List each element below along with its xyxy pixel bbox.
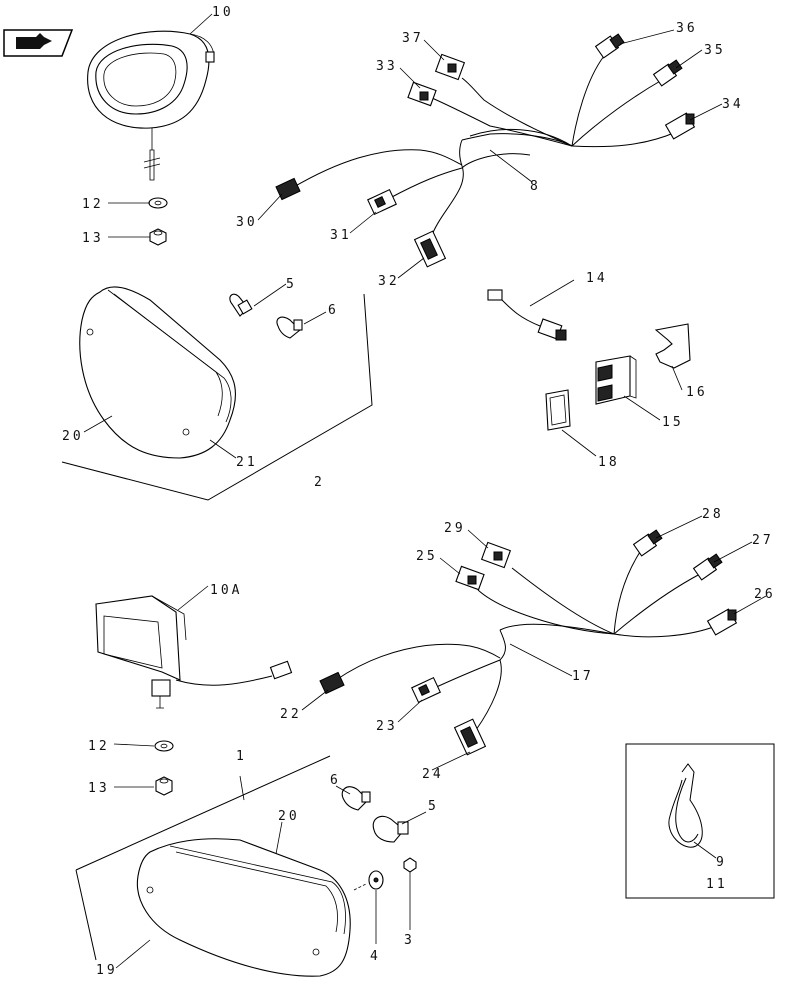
callout-26: 26 xyxy=(754,587,776,602)
washer-12-bottom xyxy=(154,740,174,752)
callout-17: 17 xyxy=(572,669,594,684)
callout-11: 11 xyxy=(706,877,728,892)
connector-32 xyxy=(413,230,447,268)
callout-labels: 10 12 13 5 6 8 30 31 32 33 37 36 35 34 1… xyxy=(62,5,776,978)
connector-36 xyxy=(594,33,625,59)
callout-15: 15 xyxy=(662,415,684,430)
worklamp-10 xyxy=(87,30,215,181)
harness-17-bottom xyxy=(335,551,717,731)
connector-22 xyxy=(319,671,345,695)
connector-35 xyxy=(652,59,683,87)
callout-35: 35 xyxy=(704,43,726,58)
callout-21: 21 xyxy=(236,455,258,470)
callout-19: 19 xyxy=(96,963,118,978)
callout-23: 23 xyxy=(376,719,398,734)
callout-6-bottom: 6 xyxy=(330,773,341,788)
callout-5-bottom: 5 xyxy=(428,799,439,814)
callout-29: 29 xyxy=(444,521,466,536)
connector-28 xyxy=(632,529,663,557)
harness-8-top xyxy=(291,55,677,241)
connector-31 xyxy=(367,188,397,216)
callout-6-top: 6 xyxy=(328,303,339,318)
connector-26 xyxy=(706,608,738,636)
bulb-6-bottom xyxy=(341,786,371,811)
nut-13-top xyxy=(149,228,167,246)
callout-24: 24 xyxy=(422,767,444,782)
tail-lamp-19-bottom xyxy=(136,838,351,977)
nut-13-bottom xyxy=(155,776,173,796)
callout-12-bottom: 12 xyxy=(88,739,110,754)
leader-lines xyxy=(83,13,767,969)
callout-8: 8 xyxy=(530,179,541,194)
connector-37 xyxy=(434,53,466,81)
connector-23 xyxy=(411,676,441,704)
bulb-5-bottom xyxy=(372,815,409,843)
cable-14 xyxy=(487,289,567,341)
strap-kit-box xyxy=(625,743,775,899)
callout-27: 27 xyxy=(752,533,774,548)
callout-25: 25 xyxy=(416,549,438,564)
bracket-16 xyxy=(654,323,691,369)
callout-20-bottom: 20 xyxy=(278,809,300,824)
worklamp-10a xyxy=(95,595,293,709)
hand-pointing-icon xyxy=(16,33,52,49)
callout-13-bottom: 13 xyxy=(88,781,110,796)
callout-14: 14 xyxy=(586,271,608,286)
callout-4: 4 xyxy=(370,949,381,964)
connector-33 xyxy=(407,81,437,107)
callout-10: 10 xyxy=(212,5,234,20)
strap-9 xyxy=(668,763,703,848)
callout-10a: 10A xyxy=(210,583,242,598)
callout-9: 9 xyxy=(716,855,727,870)
callout-31: 31 xyxy=(330,228,352,243)
connector-25 xyxy=(455,565,485,591)
washer-4 xyxy=(368,870,384,944)
callout-20-top: 20 xyxy=(62,429,84,444)
callout-1: 1 xyxy=(236,749,247,764)
connector-29 xyxy=(480,541,512,569)
washer-12-top xyxy=(148,197,168,209)
callout-28: 28 xyxy=(702,507,724,522)
callout-13-top: 13 xyxy=(82,231,104,246)
callout-22: 22 xyxy=(280,707,302,722)
callout-18: 18 xyxy=(598,455,620,470)
callout-37: 37 xyxy=(402,31,424,46)
callout-5-top: 5 xyxy=(286,277,297,292)
callout-2: 2 xyxy=(314,475,325,490)
callout-32: 32 xyxy=(378,274,400,289)
callout-33: 33 xyxy=(376,59,398,74)
bulb-5-top xyxy=(229,293,253,317)
connector-27 xyxy=(692,553,723,581)
screw-3 xyxy=(403,857,417,930)
nav-button[interactable] xyxy=(3,29,74,57)
switch-15 xyxy=(595,355,637,405)
callout-30: 30 xyxy=(236,215,258,230)
callout-12-top: 12 xyxy=(82,197,104,212)
tail-lamp-20-top xyxy=(79,286,236,459)
connector-24 xyxy=(453,718,487,756)
callout-36: 36 xyxy=(676,21,698,36)
callout-16: 16 xyxy=(686,385,708,400)
callout-3: 3 xyxy=(404,933,415,948)
callout-34: 34 xyxy=(722,97,744,112)
bulb-6-top xyxy=(276,316,303,339)
connector-34 xyxy=(664,112,696,140)
lens-18 xyxy=(545,389,571,431)
